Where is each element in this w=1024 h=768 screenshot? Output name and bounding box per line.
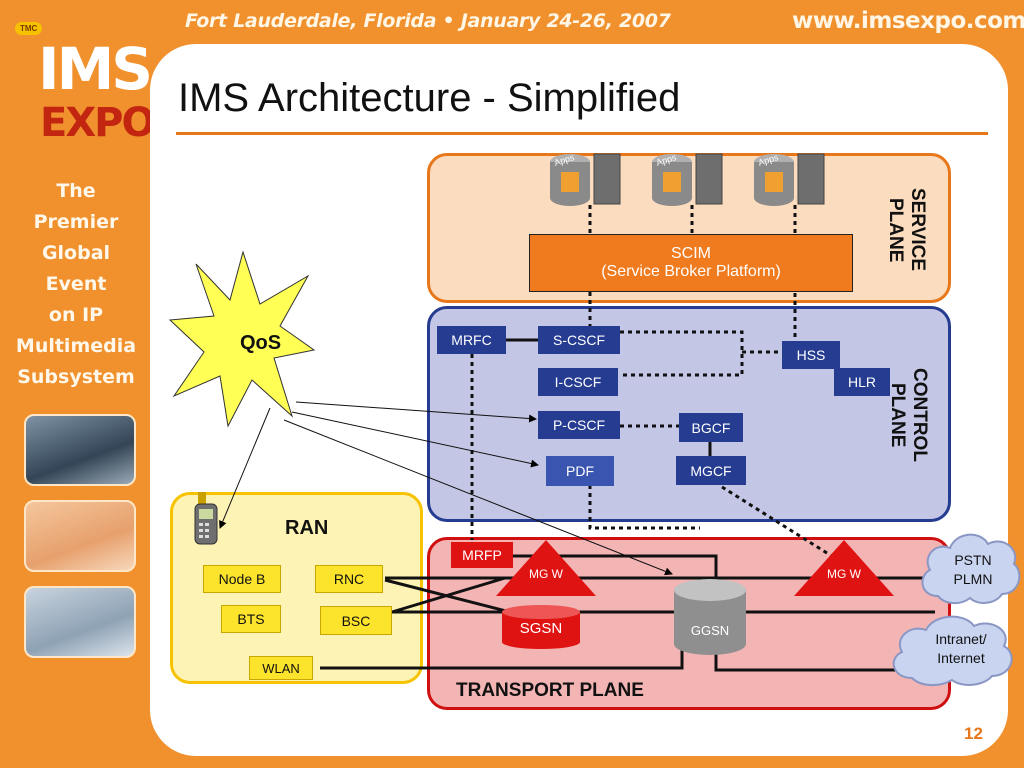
mgw-1-shape — [496, 540, 596, 596]
page-number: 12 — [964, 724, 983, 743]
event-info: Fort Lauderdale, Florida • January 24-26… — [185, 10, 671, 32]
node-b: Node B — [203, 565, 281, 593]
app-server-3: Apps — [750, 150, 830, 210]
qos-label: QoS — [240, 332, 282, 354]
mobile-phone-photo — [24, 586, 136, 658]
service-plane-label: SERVICE PLANE — [885, 188, 928, 272]
logo-ims: IMS — [38, 35, 153, 103]
internet-label: Internet — [937, 650, 985, 666]
bts-node: BTS — [221, 605, 281, 633]
sgsn-label: SGSN — [519, 620, 563, 637]
internet-cloud — [892, 615, 1013, 686]
plmn-label: PLMN — [953, 571, 993, 587]
tagline-line: Subsystem — [17, 366, 135, 388]
title-divider — [176, 132, 988, 135]
transport-plane-label: TRANSPORT PLANE — [456, 680, 644, 701]
scim-subtitle: (Service Broker Platform) — [601, 263, 781, 280]
ggsn-label: GGSN — [690, 623, 730, 638]
laptop-photo — [24, 414, 136, 486]
mrfc-node: MRFC — [437, 326, 506, 354]
app-server-1: Apps — [546, 150, 626, 210]
tagline-line: Global Event — [41, 242, 111, 295]
pdf-node: PDF — [546, 456, 614, 486]
sgsn-cylinder — [502, 605, 580, 649]
tagline-line: The Premier — [33, 180, 119, 233]
pstn-cloud — [921, 533, 1021, 604]
mrfp-node: MRFP — [451, 542, 513, 568]
pstn-text: PSTN PLMN — [926, 551, 1020, 589]
phone-hand-photo — [24, 500, 136, 572]
i-cscf-node: I-CSCF — [538, 368, 618, 396]
intranet-label: Intranet/ — [935, 631, 987, 647]
tagline-line: Multimedia — [15, 335, 137, 357]
qos-starburst — [168, 250, 316, 428]
control-plane-label: CONTROL PLANE — [887, 368, 930, 462]
mobile-phone-icon — [194, 492, 218, 545]
tagline: The Premier Global Event on IP Multimedi… — [12, 176, 140, 393]
bsc-node: BSC — [320, 606, 392, 635]
internet-text: Intranet/ Internet — [906, 630, 1016, 668]
app-server-2: Apps — [648, 150, 728, 210]
mgw-2-label: MG W — [827, 567, 861, 581]
hlr-node: HLR — [834, 368, 890, 396]
wlan-node: WLAN — [249, 656, 313, 680]
rnc-node: RNC — [315, 565, 383, 593]
logo-expo: EXPO — [40, 100, 155, 146]
tagline-line: on IP — [48, 304, 104, 326]
tmc-badge: TMC — [15, 22, 43, 35]
ran-label: RAN — [285, 517, 329, 539]
mgcf-node: MGCF — [676, 456, 746, 485]
hss-node: HSS — [782, 341, 840, 369]
website-url[interactable]: www.imsexpo.com — [792, 8, 1024, 34]
scim-box: SCIM (Service Broker Platform) — [529, 234, 853, 292]
slide-title: IMS Architecture - Simplified — [178, 76, 681, 120]
pstn-label: PSTN — [954, 552, 992, 568]
ggsn-cylinder — [674, 579, 746, 655]
p-cscf-node: P-CSCF — [538, 411, 620, 439]
mgw-1-label: MG W — [529, 567, 563, 581]
bgcf-node: BGCF — [679, 413, 743, 442]
mgw-2-shape — [794, 540, 894, 596]
scim-title: SCIM — [671, 245, 711, 262]
s-cscf-node: S-CSCF — [538, 326, 620, 354]
